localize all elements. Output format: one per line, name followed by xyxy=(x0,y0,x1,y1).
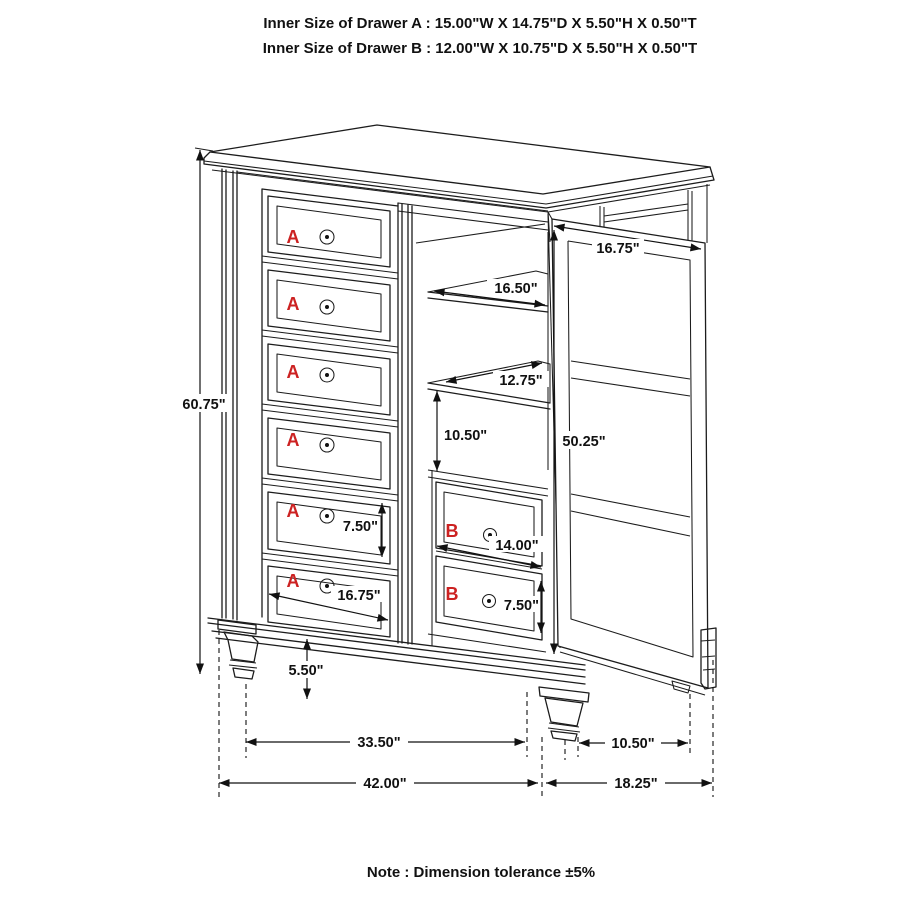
front-middle-leg xyxy=(538,686,590,742)
drawer-a-label-1: A xyxy=(287,227,300,247)
drawer-b-label-1: B xyxy=(446,521,459,541)
shelf-gap-label: 10.50" xyxy=(444,428,487,444)
header-drawer-a-size: Inner Size of Drawer A : 15.00"W X 14.75… xyxy=(263,15,696,32)
dimension-overall-depth: 18.25" xyxy=(546,774,712,792)
drawer-b-width-label: 14.00" xyxy=(495,538,538,554)
dimension-door-width: 16.75" xyxy=(553,223,702,257)
drawer-a-label-4: A xyxy=(287,430,300,450)
door-width-label: 16.75" xyxy=(596,241,639,257)
drawer-a-width-label: 16.75" xyxy=(337,588,380,604)
dimension-overall-height: 60.75" xyxy=(178,147,230,674)
dimension-shelf-width: 16.50" xyxy=(433,279,546,308)
dimension-door-height: 50.25" xyxy=(550,230,612,654)
dimension-drawer-a-width: 16.75" xyxy=(268,586,389,622)
dimension-base-depth-inner: 10.50" xyxy=(579,734,688,752)
drawer-b-stack xyxy=(435,481,543,641)
knob-icon xyxy=(481,593,497,609)
cabinet-front-frame xyxy=(236,171,553,645)
dimension-shelf-gap: 10.50" xyxy=(433,391,490,471)
tolerance-note: Note : Dimension tolerance ±5% xyxy=(367,864,595,881)
knob-icon xyxy=(319,229,335,245)
overall-width-label: 42.00" xyxy=(363,776,406,792)
drawer-a-label-5: A xyxy=(287,501,300,521)
dimension-shelf-depth: 12.75" xyxy=(445,361,549,389)
leg-height-label: 5.50" xyxy=(288,663,323,679)
cabinet-right-side xyxy=(599,184,708,243)
shelf-width-label: 16.50" xyxy=(494,281,537,297)
extension-lines xyxy=(218,630,714,800)
knob-icon xyxy=(319,367,335,383)
drawer-a-stack xyxy=(261,195,399,638)
dimension-overall-width: 42.00" xyxy=(219,774,538,792)
knob-icon xyxy=(319,508,335,524)
base-depth-inner-label: 10.50" xyxy=(611,736,654,752)
door-height-label: 50.25" xyxy=(562,434,605,450)
overall-height-label: 60.75" xyxy=(182,397,225,413)
dimension-base-width-inner: 33.50" xyxy=(246,733,525,751)
knob-icon xyxy=(319,299,335,315)
header-drawer-b-size: Inner Size of Drawer B : 12.00"W X 10.75… xyxy=(263,40,697,57)
overall-depth-label: 18.25" xyxy=(614,776,657,792)
drawer-b-label-2: B xyxy=(446,584,459,604)
drawer-a-label-3: A xyxy=(287,362,300,382)
base-width-inner-label: 33.50" xyxy=(357,735,400,751)
dimension-drawer-b-width: 14.00" xyxy=(436,536,545,569)
front-left-leg xyxy=(217,619,259,680)
drawer-a-height-label: 7.50" xyxy=(343,519,378,535)
dimension-drawer-b-height: 7.50" xyxy=(501,581,545,633)
drawer-a-label-6: A xyxy=(287,571,300,591)
dimension-drawer-a-height: 7.50" xyxy=(340,503,386,557)
cabinet-top xyxy=(203,124,715,213)
drawer-a-label-2: A xyxy=(287,294,300,314)
dimension-leg-height: 5.50" xyxy=(284,639,328,699)
knob-icon xyxy=(319,437,335,453)
drawer-b-height-label: 7.50" xyxy=(504,598,539,614)
shelf-depth-label: 12.75" xyxy=(499,373,542,389)
cabinet-door-open xyxy=(551,218,709,696)
